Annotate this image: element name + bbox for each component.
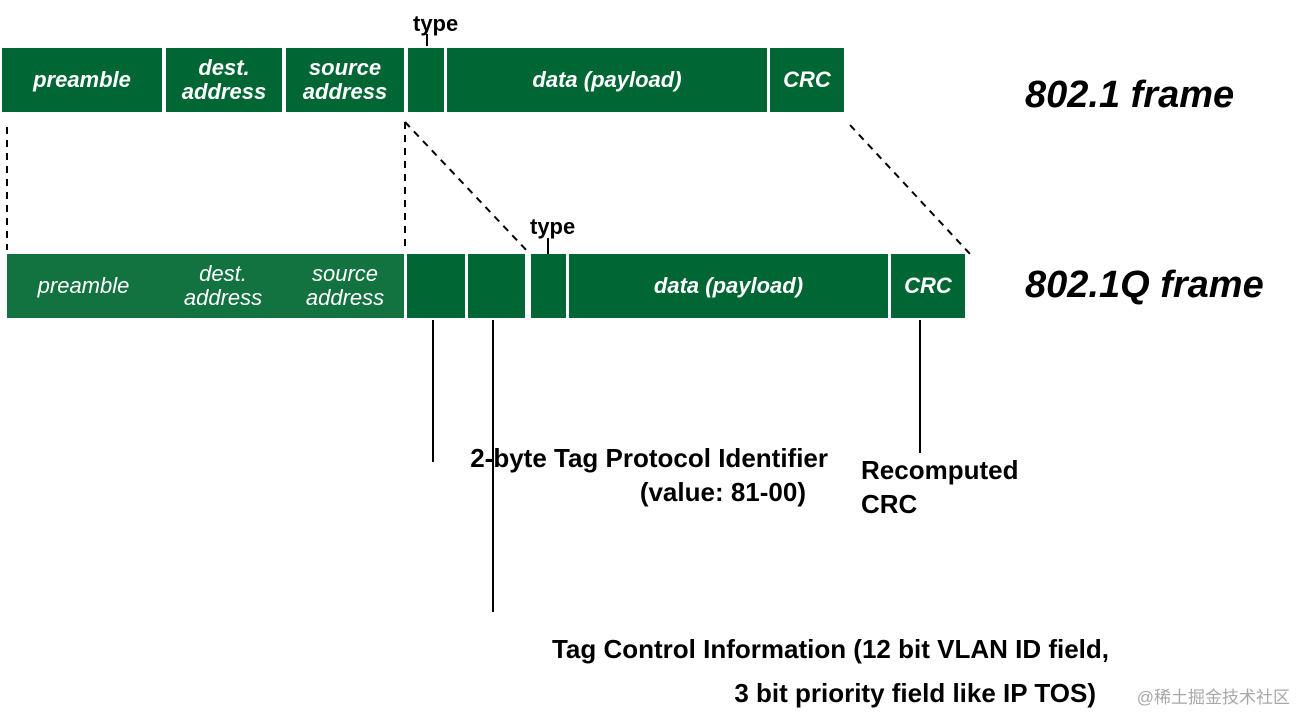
tci-annotation: Tag Control Information (12 bit VLAN ID … [486, 627, 1109, 715]
tpid-annotation: 2-byte Tag Protocol Identifier (value: 8… [428, 441, 828, 509]
tci-annotation-line2: 3 bit priority field like IP TOS) [734, 678, 1096, 708]
frame2-crc-field: CRC [891, 254, 965, 318]
frame1-preamble-field: preamble [2, 48, 162, 112]
frame1-crc-field: CRC [770, 48, 844, 112]
tci-annotation-line1: Tag Control Information (12 bit VLAN ID … [551, 634, 1109, 664]
frame2-title: 802.1Q frame [1025, 264, 1264, 306]
frame1-source-address-field: source address [286, 48, 404, 112]
recomputed-crc-annotation: Recomputed CRC [861, 453, 1018, 521]
tpid-annotation-line2: (value: 81-00) [639, 477, 806, 507]
frame1-dest-address-field: dest. address [166, 48, 282, 112]
frame1-data-field: data (payload) [447, 48, 767, 112]
frame2-tpid-field [407, 254, 465, 318]
frame1-title: 802.1 frame [1025, 74, 1235, 116]
tpid-annotation-line1: 2-byte Tag Protocol Identifier [470, 443, 828, 473]
dash-crc-diagonal [849, 124, 971, 255]
recomputed-crc-line2: CRC [861, 489, 918, 519]
frame2-dest-address-field: dest. address [160, 254, 286, 318]
frame2-source-address-field: source address [286, 254, 404, 318]
frame1-type-field [408, 48, 444, 112]
dash-type-diagonal [404, 121, 531, 255]
frame2-tci-field [468, 254, 525, 318]
frame2-preamble-field: preamble [7, 254, 160, 318]
frame2-type-field [531, 254, 566, 318]
frame2-data-field: data (payload) [569, 254, 888, 318]
frame1-type-label: type [413, 11, 459, 36]
watermark: @稀土掘金技术社区 [1136, 688, 1290, 707]
recomputed-crc-line1: Recomputed [861, 455, 1019, 485]
frame2-type-label: type [530, 214, 576, 239]
